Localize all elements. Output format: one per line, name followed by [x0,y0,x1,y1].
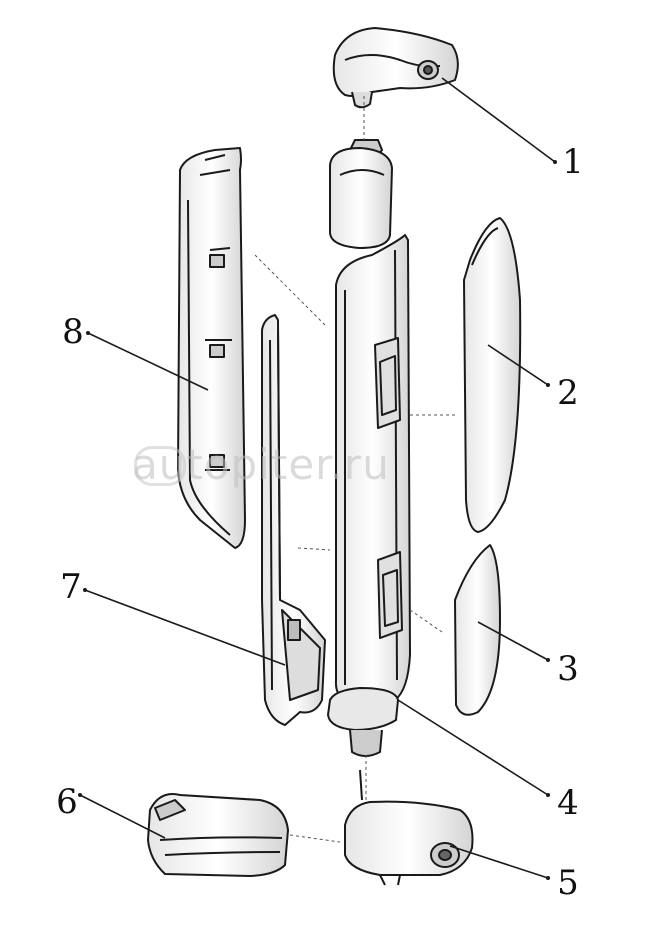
callout-2: 2 [557,373,579,413]
callout-4: 4 [557,783,579,823]
watermark-logo-icon [134,446,186,486]
assembly-guides [254,96,456,843]
leader-dots [78,160,557,880]
part-5-base [344,769,474,886]
callout-7: 7 [60,567,82,607]
part-2-upper-glass [463,217,522,533]
part-8-outer-panel [177,147,246,549]
part-7-inner-panel [261,314,326,726]
callout-5: 5 [557,863,579,903]
part-1-top-cap [332,27,459,109]
callout-1: 1 [562,142,584,182]
leader-lines [79,77,556,879]
part-3-lower-glass [454,544,501,716]
watermark-text: autopiter.ru [132,440,390,489]
part-6-lower-cover [147,793,289,877]
callout-8: 8 [62,312,84,352]
callout-6: 6 [56,782,78,822]
callout-3: 3 [557,649,579,689]
part-4-main-body [327,139,411,757]
